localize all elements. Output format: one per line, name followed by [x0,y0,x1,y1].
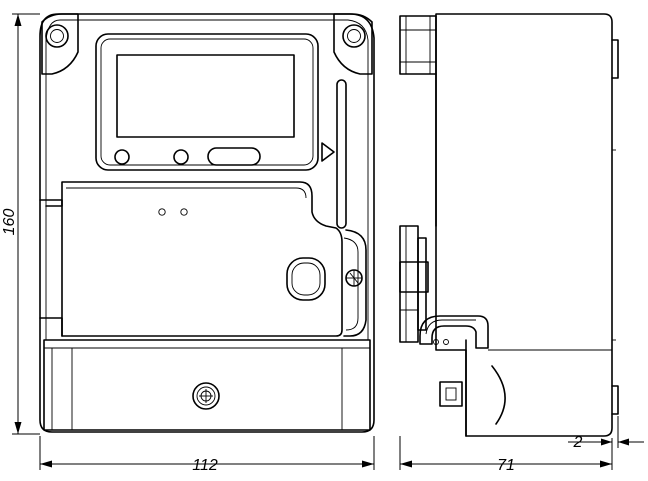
right-channel [343,229,367,337]
left-tab-lower [39,317,63,337]
left-tab-upper [39,199,63,207]
dimension-width: 112 [39,436,375,474]
top-left-screw-ear [41,13,79,75]
dimension-depth: 71 [399,436,613,474]
front-cover-panel [61,181,343,337]
seal-screw [345,269,363,287]
terminal-seal-screw [192,382,220,410]
side-clip [399,225,429,343]
display-window [95,33,319,171]
arrow-indicator [321,142,335,162]
front-view [39,13,375,433]
dimension-height: 160 [1,13,40,435]
terminal-block [43,339,371,431]
side-view [399,13,619,437]
side-main-body [435,13,613,437]
depth-label: 71 [497,457,515,474]
offset-label: 2 [573,434,583,451]
side-back-edge [611,39,619,415]
vertical-slot [336,79,347,229]
top-right-screw-ear [333,13,373,75]
side-terminal-hook [419,315,489,349]
width-label: 112 [192,457,218,474]
front-outer-housing [39,13,375,433]
height-label: 160 [1,209,18,236]
front-inner-frame [45,19,369,341]
side-terminal-body [439,339,612,437]
indicator-hole-2 [180,208,188,216]
side-top-ear [399,15,437,75]
indicator-hole-1 [158,208,166,216]
seal-opening [286,257,326,301]
dimension-offset: 2 [568,416,644,451]
